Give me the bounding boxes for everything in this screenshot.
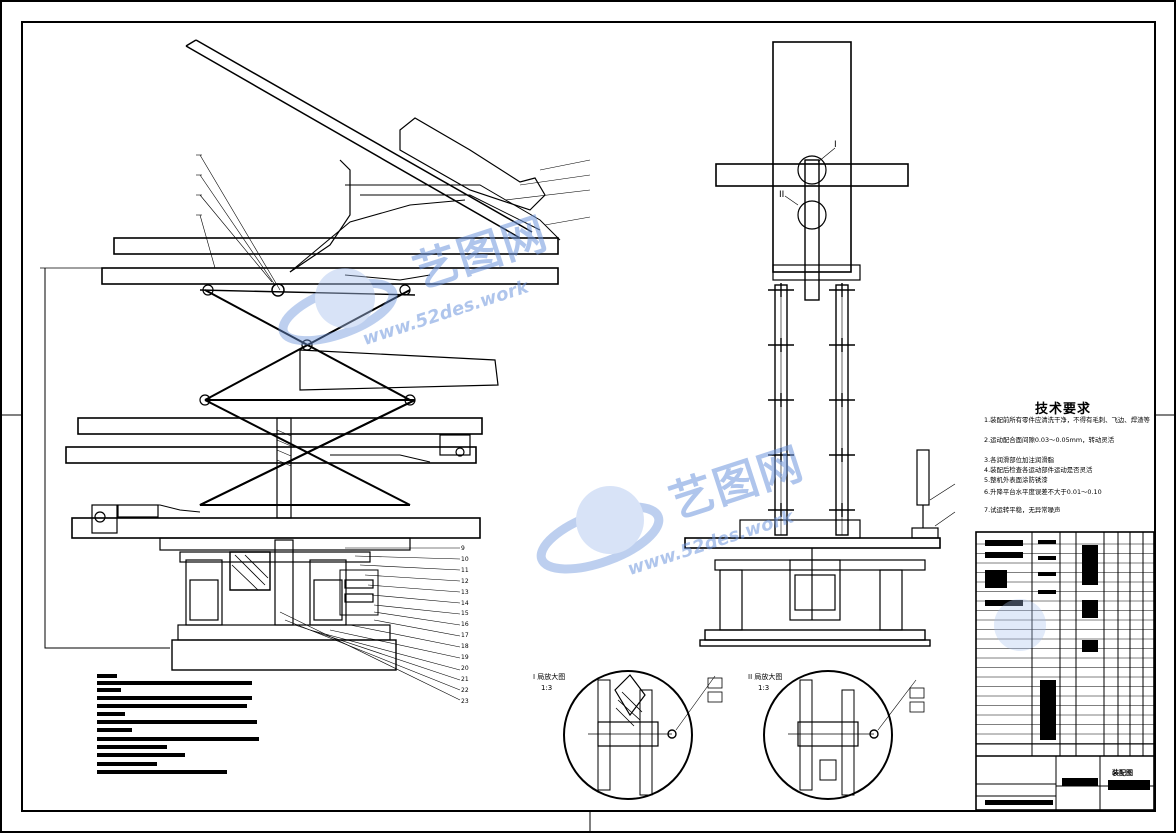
detail-i-name: I 局放大图 bbox=[533, 673, 566, 681]
watermark-logo-1 bbox=[278, 268, 398, 346]
balloon-number: 9 bbox=[461, 545, 465, 552]
side-view bbox=[684, 41, 956, 647]
title-block bbox=[975, 531, 1155, 811]
watermark-logo-3 bbox=[994, 599, 1046, 651]
detail-ii-scale: 1:3 bbox=[758, 684, 770, 692]
detail-ii-name: II 局放大图 bbox=[748, 673, 783, 681]
detail-view-ii bbox=[763, 670, 925, 800]
tech-requirement-4: 4.装配后检查各运动部件运动是否灵活 bbox=[984, 466, 1093, 474]
balloon-number: 15 bbox=[461, 610, 469, 618]
detail-view-i bbox=[563, 670, 723, 800]
tech-requirements-title: 技术要求 bbox=[1035, 402, 1092, 417]
marker-i: I bbox=[834, 140, 837, 150]
balloon-number: 17 bbox=[461, 632, 469, 640]
tech-requirement-5: 5.整机外表面涂防锈漆 bbox=[984, 476, 1048, 484]
tech-requirement-1: 1.装配前所有零件应清洗干净，不得有毛刺、飞边、焊渣等 bbox=[984, 416, 1150, 424]
drawing-name: 装配图 bbox=[1112, 769, 1133, 777]
balloon-number: 23 bbox=[461, 697, 469, 705]
balloon-number: 18 bbox=[461, 643, 469, 651]
tech-requirement-7: 7.试运转平稳，无异常噪声 bbox=[984, 506, 1061, 514]
front-view bbox=[40, 39, 591, 701]
balloon-number: 20 bbox=[461, 664, 469, 672]
balloon-number: 14 bbox=[461, 599, 469, 607]
balloon-number: 11 bbox=[461, 566, 469, 574]
detail-i-scale: 1:3 bbox=[541, 684, 553, 692]
balloon-number: 21 bbox=[461, 675, 469, 683]
balloon-number: 13 bbox=[461, 588, 469, 596]
title-block-rows bbox=[976, 543, 1154, 744]
balloon-number: 19 bbox=[461, 654, 469, 661]
title-block-fill bbox=[985, 540, 1150, 805]
notes-block-left bbox=[97, 674, 259, 774]
marker-ii: II bbox=[779, 190, 785, 200]
balloon-number: 16 bbox=[461, 621, 469, 629]
balloon-number: 10 bbox=[461, 555, 469, 563]
balloon-ticks-left bbox=[196, 154, 202, 216]
tech-requirement-2: 2.运动配合面间隙0.03～0.05mm，转动灵活 bbox=[984, 436, 1115, 444]
tech-requirement-6: 6.升降平台水平度误差不大于0.01～0.10 bbox=[984, 488, 1102, 496]
balloon-number: 12 bbox=[461, 577, 469, 585]
tech-requirement-3: 3.各润滑部位加注润滑脂 bbox=[984, 456, 1055, 464]
balloon-number: 22 bbox=[461, 686, 469, 694]
watermark-logo-2 bbox=[536, 486, 664, 574]
